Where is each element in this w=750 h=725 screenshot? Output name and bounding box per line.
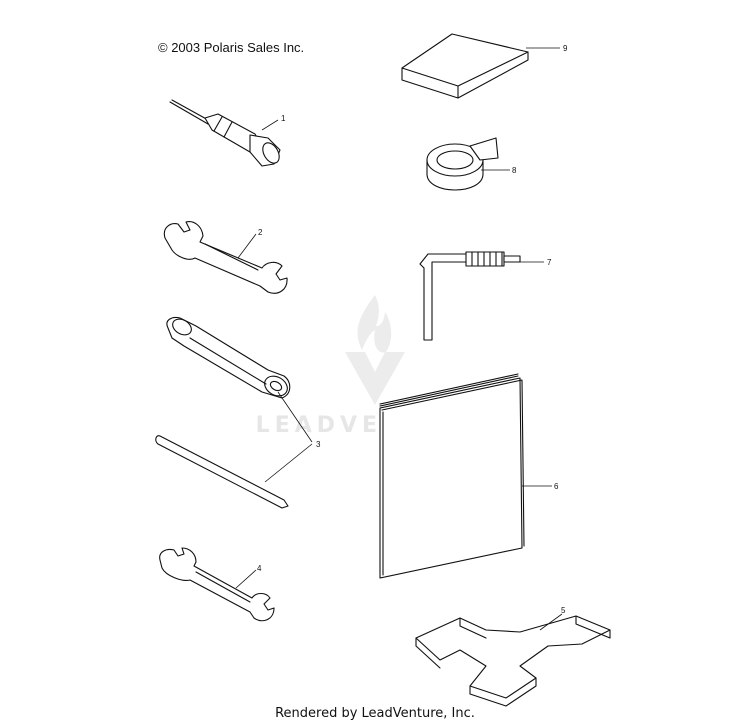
callout-9: 9 <box>563 44 568 53</box>
callout-8: 8 <box>512 166 517 175</box>
flame-logo-icon <box>345 295 405 405</box>
callout-7: 7 <box>547 258 552 267</box>
part-rolled-strap <box>426 137 499 191</box>
callout-3: 3 <box>316 440 321 449</box>
callout-1: 1 <box>281 114 286 123</box>
leader-3a <box>277 391 313 443</box>
callout-5: 5 <box>561 606 566 615</box>
callout-4: 4 <box>257 564 262 573</box>
part-tube-socket-wrench <box>166 316 291 399</box>
part-tommy-bar <box>155 435 289 509</box>
leader-1 <box>261 119 279 131</box>
leader-3b <box>264 443 313 483</box>
footer-credit: Rendered by LeadVenture, Inc. <box>275 706 475 721</box>
part-screwdriver <box>169 99 281 167</box>
leader-5 <box>539 613 563 631</box>
callout-2: 2 <box>258 228 263 237</box>
part-owners-manual <box>379 373 525 579</box>
leader-2 <box>237 233 257 259</box>
part-tool-pouch <box>401 33 529 99</box>
part-small-wrench <box>159 547 275 622</box>
leader-4 <box>235 569 257 589</box>
part-spanner-holder <box>415 615 611 707</box>
copyright-notice: © 2003 Polaris Sales Inc. <box>158 40 305 55</box>
callout-6: 6 <box>554 482 559 491</box>
part-hex-key <box>419 251 521 341</box>
part-open-end-wrench <box>163 221 288 294</box>
